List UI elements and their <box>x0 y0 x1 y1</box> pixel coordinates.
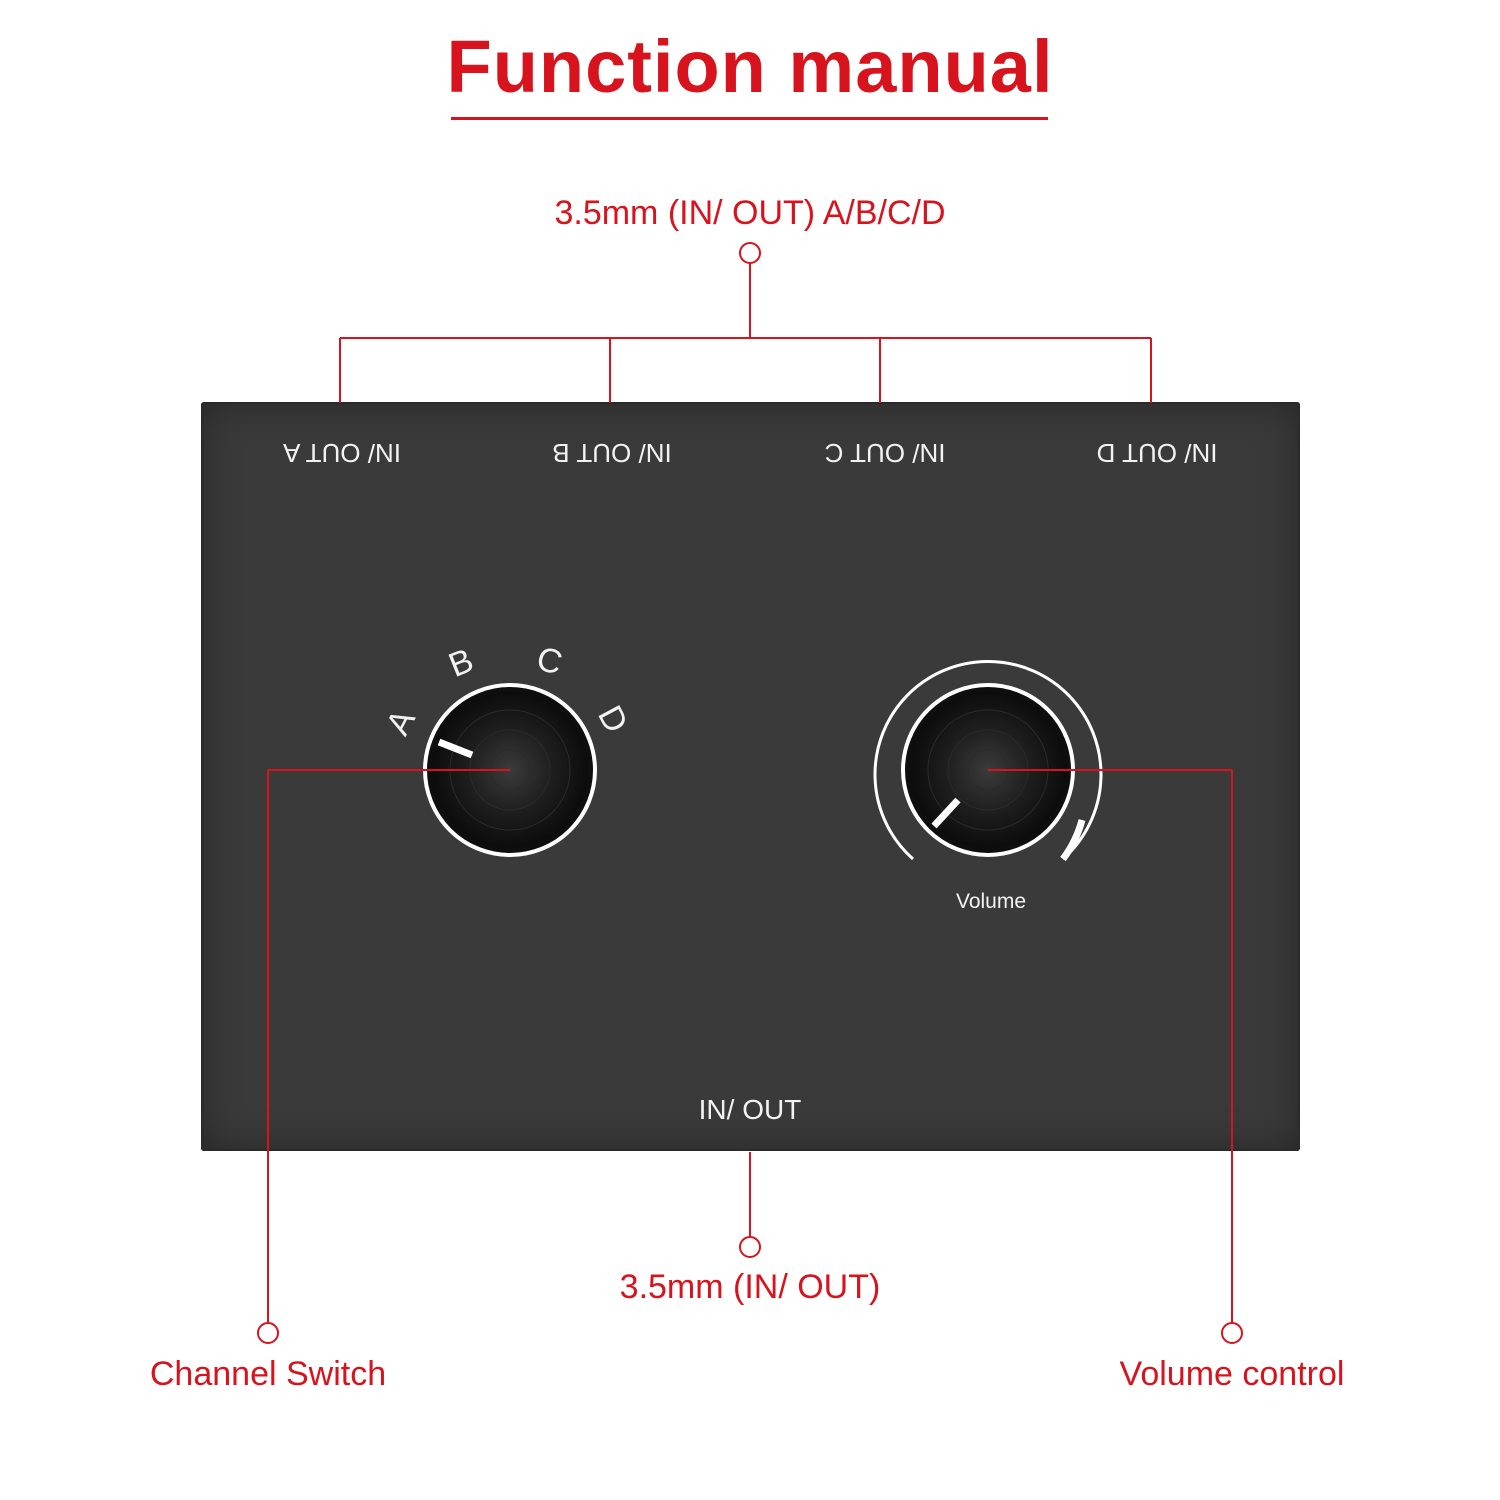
volume-scale-arc <box>873 659 1103 861</box>
callout-bottom-label: 3.5mm (IN/ OUT) <box>619 1268 881 1306</box>
bottom-port-label: IN/ OUT <box>698 1094 802 1125</box>
channel-selector-knob[interactable] <box>423 683 597 857</box>
page-title: Function manual <box>446 25 1054 108</box>
device-panel <box>201 402 1300 1151</box>
callout-volume-control: Volume control <box>1119 1355 1345 1393</box>
selector-pointer <box>437 738 474 759</box>
volume-label: Volume <box>955 890 1027 913</box>
callout-top-label: 3.5mm (IN/ OUT) A/B/C/D <box>554 194 946 232</box>
callout-channel-switch: Channel Switch <box>149 1355 387 1393</box>
volume-pointer <box>931 797 961 829</box>
title-underline <box>451 117 1048 120</box>
volume-knob[interactable] <box>873 659 1103 862</box>
